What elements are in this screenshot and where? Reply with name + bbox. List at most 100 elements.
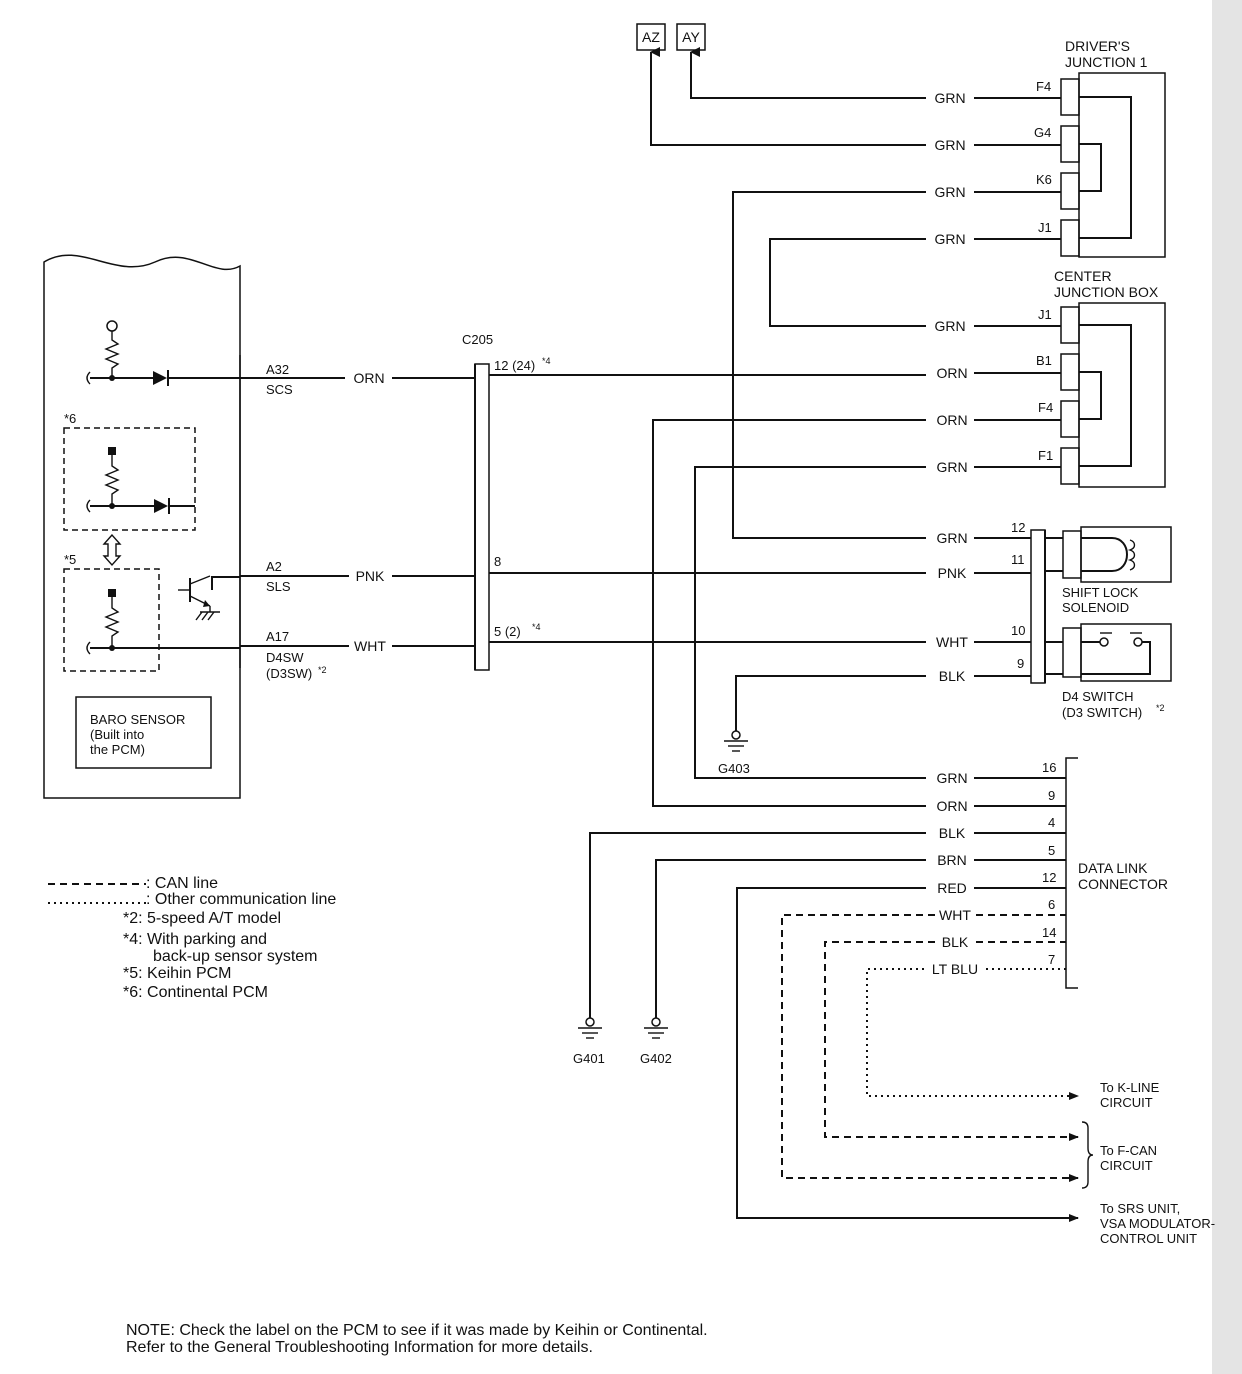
dlc-pin-9: 9 [1048, 788, 1055, 803]
dj-pin-k6: K6 [1036, 172, 1052, 187]
dj-pin-f4: F4 [1036, 79, 1051, 94]
connector-az-label: AZ [642, 29, 660, 45]
ground-g403: G403 [718, 730, 750, 776]
dlc-pin-6: 6 [1048, 897, 1055, 912]
wire-label-dlc-4: BLK [939, 825, 966, 841]
shift-lock-assembly: 12 11 10 9 SHIFT LOCK SOLENOID D4 SWITCH… [1011, 520, 1172, 720]
wire-label-dj-j1: GRN [934, 231, 965, 247]
legend-other: : Other communication line [146, 891, 336, 908]
center-junction-box: CENTER JUNCTION BOX J1 B1 F4 F1 [1036, 268, 1166, 488]
wire-sl-9-to-g403 [735, 675, 926, 735]
d4-switch-label-2: (D3 SWITCH) [1062, 705, 1142, 720]
wire-dj-k6-to-shiftlock [732, 191, 926, 539]
legend-note-5: *5: Keihin PCM [123, 965, 232, 982]
wire-label-pcm-a17: WHT [354, 638, 386, 654]
pcm-terminal-d3sw: (D3SW) [266, 666, 312, 681]
page-edge-shade [1212, 0, 1242, 1374]
sl-pin-9: 9 [1017, 656, 1024, 671]
ground-g402: G402 [640, 1017, 672, 1066]
ground-g403-label: G403 [718, 761, 750, 776]
wire-dj-j1-to-cj-j1 [769, 238, 926, 327]
baro-sensor-label-3: the PCM) [90, 742, 145, 757]
note-line-1: NOTE: Check the label on the PCM to see … [126, 1322, 708, 1339]
wire-label-dlc-12: RED [937, 880, 967, 896]
wire-label-dlc-9: ORN [936, 798, 967, 814]
cj-pin-b1: B1 [1036, 353, 1052, 368]
wire-label-sl-10: WHT [936, 634, 968, 650]
sl-pin-11: 11 [1011, 552, 1025, 567]
c205-pin-12: 12 (24) [494, 358, 535, 373]
dlc-pin-4: 4 [1048, 815, 1055, 830]
dlc-label-2: CONNECTOR [1078, 876, 1168, 892]
pcm-box: *6 *5 BARO SENSOR (Built into [43, 254, 241, 799]
dest-fcan-2: CIRCUIT [1100, 1158, 1153, 1173]
wire-label-cj-f1: GRN [936, 459, 967, 475]
wire-label-sl-9: BLK [939, 668, 966, 684]
wire-label-pcm-a2: PNK [356, 568, 385, 584]
pcm-note-6: *6 [64, 411, 76, 426]
pcm-terminal-sls: SLS [266, 579, 291, 594]
legend: : CAN line : Other communication line *2… [48, 875, 336, 1001]
wire-label-dlc-5: BRN [937, 852, 967, 868]
connector-ay-label: AY [682, 29, 700, 45]
wire-dlc-6-to-fcan [781, 914, 1079, 1182]
wire-dlc-14-to-fcan [824, 941, 1079, 1141]
d4-switch-label-note: *2 [1156, 703, 1165, 713]
c205-pin-12-note: *4 [542, 356, 551, 366]
wire-dlc-5-to-g402 [655, 859, 926, 1020]
wire-cj-f4-to-dlc-9 [652, 419, 926, 807]
baro-sensor-label-2: (Built into [90, 727, 144, 742]
c205-label: C205 [462, 332, 493, 347]
wire-dj-f4-to-ay [690, 47, 926, 99]
d4-switch-label-1: D4 SWITCH [1062, 689, 1134, 704]
wire-label-dlc-14: BLK [942, 934, 969, 950]
dj-pin-j1: J1 [1038, 220, 1052, 235]
sl-pin-10: 10 [1011, 623, 1025, 638]
c205-pin-5-note: *4 [532, 622, 541, 632]
legend-note-4b: back-up sensor system [153, 948, 318, 965]
center-junction-title-2: JUNCTION BOX [1054, 284, 1159, 300]
wire-label-cj-j1: GRN [934, 318, 965, 334]
ground-g401-label: G401 [573, 1051, 605, 1066]
pcm-terminal-scs: SCS [266, 382, 293, 397]
dest-kline-2: CIRCUIT [1100, 1095, 1153, 1110]
pcm-terminal-a2: A2 [266, 559, 282, 574]
ground-g401: G401 [573, 1017, 605, 1066]
wire-cj-f1-to-dlc-16 [694, 466, 926, 779]
connector-c205: C205 12 (24) *4 8 5 (2) *4 [462, 332, 551, 671]
note-line-2: Refer to the General Troubleshooting Inf… [126, 1339, 593, 1356]
drivers-junction-title-1: DRIVER'S [1065, 38, 1130, 54]
wire-label-dlc-6: WHT [939, 907, 971, 923]
legend-can: : CAN line [146, 875, 218, 892]
wire-label-cj-f4: ORN [936, 412, 967, 428]
dlc-pin-14: 14 [1042, 925, 1056, 940]
pcm-terminal-a17: A17 [266, 629, 289, 644]
wire-dlc-4-to-g401 [589, 832, 926, 1020]
c205-pin-5: 5 (2) [494, 624, 521, 639]
dest-srs-2: VSA MODULATOR- [1100, 1216, 1215, 1231]
wire-label-cj-b1: ORN [936, 365, 967, 381]
wire-dlc-12-to-srs [736, 887, 1079, 1222]
dest-kline-1: To K-LINE [1100, 1080, 1160, 1095]
pcm-terminal-d3sw-note: *2 [318, 665, 327, 675]
shift-lock-solenoid-label-1: SHIFT LOCK [1062, 585, 1139, 600]
wire-label-sl-12: GRN [936, 530, 967, 546]
pcm-note-5: *5 [64, 552, 76, 567]
dest-srs-1: To SRS UNIT, [1100, 1201, 1180, 1216]
wire-label-dlc-7: LT BLU [932, 961, 978, 977]
ground-g402-label: G402 [640, 1051, 672, 1066]
wire-label-dj-k6: GRN [934, 184, 965, 200]
shift-lock-solenoid-label-2: SOLENOID [1062, 600, 1129, 615]
dest-fcan-1: To F-CAN [1100, 1143, 1157, 1158]
center-junction-title-1: CENTER [1054, 268, 1112, 284]
sl-pin-12: 12 [1011, 520, 1025, 535]
wire-label-pcm-a32: ORN [353, 370, 384, 386]
baro-sensor-label-1: BARO SENSOR [90, 712, 185, 727]
connector-ay: AY [676, 23, 706, 51]
wire-dj-g4-to-az [650, 47, 926, 146]
pcm-terminal-d4sw: D4SW [266, 650, 304, 665]
cj-pin-j1: J1 [1038, 307, 1052, 322]
drivers-junction-title-2: JUNCTION 1 [1065, 54, 1148, 70]
